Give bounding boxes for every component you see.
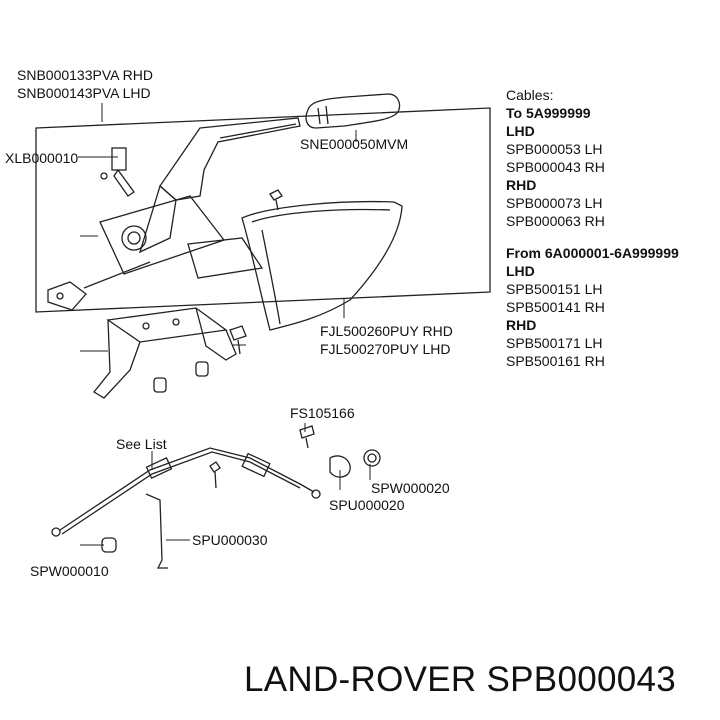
- warning-switch: [100, 147, 135, 197]
- label-gaiter-rhd: FJL500260PUY RHD: [320, 323, 453, 339]
- label-spu-rod: SPU000030: [192, 532, 268, 548]
- cable-part: SPB500171 LH: [506, 335, 603, 351]
- cables-lhd-label: LHD: [506, 123, 535, 139]
- label-see-list: See List: [116, 436, 167, 452]
- handbrake-lever: [138, 117, 301, 254]
- cables-range: To 5A999999: [506, 105, 591, 121]
- label-spw-left: SPW000010: [30, 563, 109, 579]
- cables-rhd-label: RHD: [506, 317, 537, 333]
- cable-part: SPB000073 LH: [506, 195, 603, 211]
- cable-part: SPB500151 LH: [506, 281, 603, 297]
- label-spw-right: SPW000020: [371, 480, 450, 496]
- label-assembly-lhd: SNB000143PVA LHD: [17, 85, 151, 101]
- cable-part: SPB500141 RH: [506, 299, 605, 315]
- label-grip: SNE000050MVM: [300, 136, 409, 152]
- leader-lines: [78, 103, 371, 546]
- mounting-bracket: [93, 307, 237, 399]
- cables-range: From 6A000001-6A999999: [506, 245, 679, 261]
- label-spu-right: SPU000020: [329, 497, 405, 513]
- gaiter: [241, 200, 403, 331]
- label-assembly-rhd: SNB000133PVA RHD: [17, 67, 153, 83]
- brand-part-number: LAND-ROVER SPB000043: [244, 660, 677, 699]
- cables-list: Cables: To 5A999999 LHD SPB000053 LH SPB…: [506, 86, 679, 370]
- assembly-frame: [35, 107, 491, 313]
- label-switch: XLB000010: [5, 150, 79, 166]
- cable-part: SPB000063 RH: [506, 213, 605, 229]
- cables-heading: Cables:: [506, 87, 554, 103]
- small-parts: [101, 425, 381, 569]
- label-screw: FS105166: [290, 405, 355, 421]
- mechanism-body: [47, 195, 264, 311]
- cables-lhd-label: LHD: [506, 263, 535, 279]
- cables-rhd-label: RHD: [506, 177, 537, 193]
- spacer: [506, 230, 679, 244]
- cable-part: SPB000043 RH: [506, 159, 605, 175]
- cable-part: SPB500161 RH: [506, 353, 605, 369]
- cable-assembly: [51, 447, 321, 537]
- bolts: [153, 189, 283, 393]
- hand-grip: [305, 93, 401, 129]
- cable-part: SPB000053 LH: [506, 141, 603, 157]
- label-gaiter-lhd: FJL500270PUY LHD: [320, 341, 451, 357]
